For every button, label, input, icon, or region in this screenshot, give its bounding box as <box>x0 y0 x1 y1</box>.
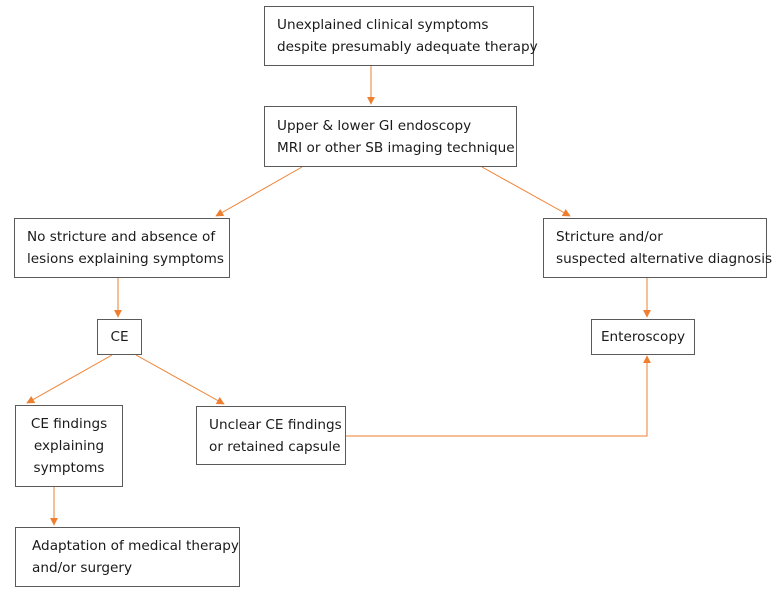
arrow-unclear-findings-to-enteroscopy <box>346 355 651 437</box>
node-ce: CE <box>97 319 142 355</box>
node-stricture-line2: suspected alternative diagnosis <box>556 251 773 267</box>
node-unclear-findings-line2: or retained capsule <box>209 438 341 455</box>
node-unexplained-symptoms-line1: Unexplained clinical symptoms <box>277 17 489 33</box>
node-enteroscopy: Enteroscopy <box>591 319 695 355</box>
node-unexplained-symptoms: Unexplained clinical symptoms despite pr… <box>264 6 538 66</box>
node-no-stricture-line2: lesions explaining symptoms <box>27 251 224 267</box>
node-endoscopy: Upper & lower GI endoscopy MRI or other … <box>264 106 517 167</box>
node-ce-findings-line3: symptoms <box>33 460 105 476</box>
arrow-ce-to-unclear-findings <box>135 354 225 405</box>
node-no-stricture-line1: No stricture and absence of <box>27 229 216 245</box>
node-ce-findings: CE findings explaining symptoms <box>15 405 123 487</box>
node-unclear-findings: Unclear CE findings or retained capsule <box>196 406 346 465</box>
node-enteroscopy-label: Enteroscopy <box>600 329 686 345</box>
node-no-stricture: No stricture and absence of lesions expl… <box>14 218 230 278</box>
node-unexplained-symptoms-line2: despite presumably adequate therapy <box>277 39 538 55</box>
node-ce-label: CE <box>110 329 129 345</box>
node-adaptation: Adaptation of medical therapy and/or sur… <box>15 527 240 587</box>
node-endoscopy-line1: Upper & lower GI endoscopy <box>277 117 472 134</box>
arrow-endoscopy-to-no-stricture <box>215 166 303 217</box>
node-adaptation-line2: and/or surgery <box>32 560 133 576</box>
node-ce-findings-line2: explaining <box>33 438 105 454</box>
node-stricture: Stricture and/or suspected alternative d… <box>543 218 773 278</box>
arrow-endoscopy-to-stricture <box>481 166 571 217</box>
node-unclear-findings-line1: Unclear CE findings <box>209 416 342 433</box>
node-adaptation-line1: Adaptation of medical therapy <box>32 538 239 554</box>
node-stricture-line1: Stricture and/or <box>556 229 663 245</box>
node-ce-findings-line1: CE findings <box>30 416 108 432</box>
arrow-ce-to-ce-findings <box>26 354 113 404</box>
node-endoscopy-line2: MRI or other SB imaging technique <box>277 139 515 156</box>
